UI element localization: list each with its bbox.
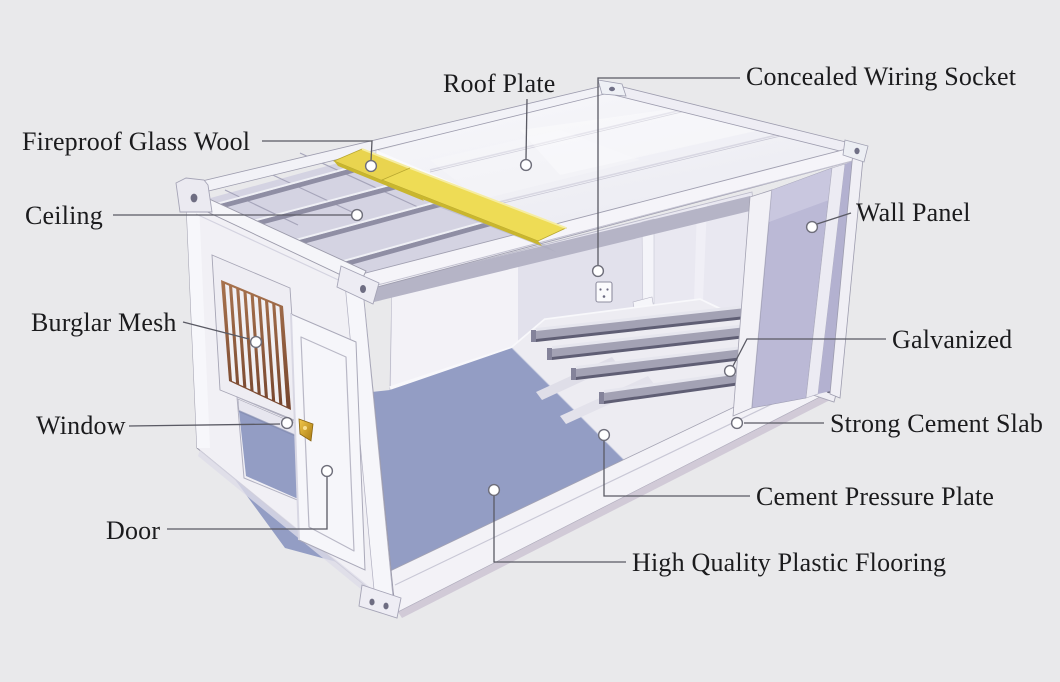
mesh-slat	[239, 290, 251, 390]
corner-casting	[336, 265, 380, 305]
label-cement-pressure-plate: Cement Pressure Plate	[756, 482, 994, 511]
wall-stud	[694, 205, 707, 302]
door-panel	[290, 313, 366, 571]
leader-door	[167, 477, 328, 530]
label-wall-panel: Wall Panel	[856, 198, 971, 227]
opening-shadow	[368, 196, 754, 302]
mesh-slat	[275, 305, 287, 407]
leader-cement-pressure-plate	[603, 441, 750, 497]
label-fireproof-glass-wool: Fireproof Glass Wool	[22, 127, 250, 156]
label-burglar-mesh: Burglar Mesh	[31, 308, 177, 337]
leader-galvanized	[732, 338, 886, 367]
glass-wool	[332, 148, 568, 252]
marker-window	[280, 416, 294, 430]
door-lock-icon	[298, 418, 314, 442]
mesh-slat	[225, 284, 236, 383]
ceiling-joist	[300, 211, 520, 279]
power-socket	[595, 281, 613, 303]
marker-wall-panel	[805, 220, 819, 234]
leader-roof-plate	[525, 98, 528, 160]
label-high-quality-plastic-flooring: High Quality Plastic Flooring	[632, 548, 946, 577]
annotations	[113, 77, 886, 563]
corner-casting	[175, 177, 213, 213]
marker-cement-pressure-plate	[597, 428, 611, 442]
ceiling-joist	[205, 158, 382, 213]
label-window: Window	[36, 411, 126, 440]
marker-ceiling	[350, 208, 364, 222]
marker-roof-plate	[519, 158, 533, 172]
label-strong-cement-slab: Strong Cement Slab	[830, 409, 1043, 438]
label-concealed-wiring-socket: Concealed Wiring Socket	[746, 62, 1017, 91]
leader-window	[128, 423, 281, 427]
marker-concealed-wiring-socket	[591, 264, 605, 278]
marker-burglar-mesh	[249, 335, 263, 349]
marker-door	[320, 464, 334, 478]
label-roof-plate: Roof Plate	[443, 69, 556, 98]
floor-joist	[531, 300, 792, 342]
marker-galvanized	[723, 364, 737, 378]
corner-casting	[842, 139, 869, 163]
glass-wool-strip	[380, 167, 568, 246]
ceiling-joist	[262, 192, 470, 255]
corner-casting	[358, 584, 402, 619]
floor-joist	[547, 318, 800, 360]
labels: Fireproof Glass Wool Ceiling Burglar Mes…	[22, 62, 1043, 577]
label-galvanized: Galvanized	[892, 325, 1012, 354]
leader-wall-panel	[816, 212, 852, 225]
roof	[180, 83, 865, 291]
label-ceiling: Ceiling	[25, 201, 103, 230]
mesh-slat	[268, 302, 280, 404]
corner-casting	[597, 79, 627, 97]
leader-fireproof-glass-wool	[262, 140, 373, 162]
wall-panel-face	[818, 160, 855, 394]
label-door: Door	[106, 516, 160, 545]
marker-fireproof-glass-wool	[364, 159, 378, 173]
leader-concealed-wiring-socket	[597, 77, 740, 265]
mesh-slat	[261, 299, 272, 400]
marker-strong-cement-slab	[730, 416, 744, 430]
container-illustration	[175, 79, 869, 619]
marker-high-quality-plastic-flooring	[487, 483, 501, 497]
leader-burglar-mesh	[182, 321, 250, 340]
leader-high-quality-plastic-flooring	[493, 496, 626, 563]
